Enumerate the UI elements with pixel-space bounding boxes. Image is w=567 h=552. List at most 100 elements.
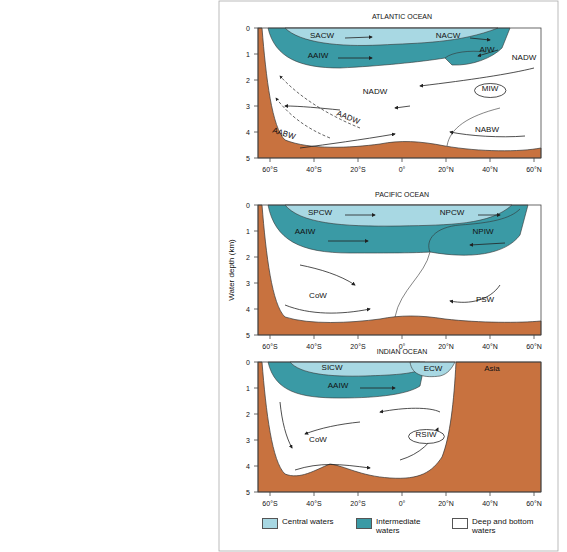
- depth-tick: [254, 257, 258, 258]
- latitude-tick: [270, 492, 271, 496]
- plot-frame: [258, 362, 541, 492]
- depth-tick: [254, 309, 258, 310]
- depth-tick: [254, 231, 258, 232]
- seafloor: [258, 362, 541, 492]
- depth-tick: [254, 158, 258, 159]
- latitude-tick-label: 20°S: [350, 500, 365, 507]
- latitude-tick: [270, 335, 271, 339]
- depth-tick-label: 1: [246, 385, 250, 392]
- water-boundary: [447, 108, 500, 146]
- latitude-tick: [358, 335, 359, 339]
- water-mass-label: NPIW: [473, 228, 494, 236]
- latitude-tick: [490, 158, 491, 162]
- legend-swatch: [356, 518, 372, 529]
- water-mass-label: NPCW: [440, 209, 464, 217]
- latitude-tick: [402, 335, 403, 339]
- latitude-tick: [358, 158, 359, 162]
- central-water: [285, 205, 512, 226]
- latitude-tick: [446, 492, 447, 496]
- depth-tick-label: 2: [246, 254, 250, 261]
- latitude-tick-label: 40°N: [482, 500, 498, 507]
- water-mass-label: SPCW: [308, 209, 332, 217]
- latitude-tick: [270, 158, 271, 162]
- latitude-tick: [402, 158, 403, 162]
- plot-frame: [258, 205, 541, 335]
- water-mass-ellipse: RSIW: [408, 429, 445, 444]
- panel-title: PACIFIC OCEAN: [375, 191, 429, 198]
- depth-tick-label: 4: [246, 129, 250, 136]
- depth-tick-label: 1: [246, 228, 250, 235]
- latitude-tick: [402, 492, 403, 496]
- water-mass-label: AIW: [479, 46, 494, 54]
- depth-tick-label: 0: [246, 202, 250, 209]
- pacific-section: [258, 205, 541, 335]
- latitude-tick-label: 0°: [399, 500, 406, 507]
- depth-tick: [254, 466, 258, 467]
- latitude-tick-label: 20°N: [438, 500, 454, 507]
- water-boundary: [395, 252, 430, 317]
- latitude-tick: [314, 335, 315, 339]
- intermediate-water: [268, 205, 528, 255]
- water-mass-label: NABW: [475, 126, 499, 134]
- latitude-tick-label: 20°N: [438, 166, 454, 173]
- panel-title: ATLANTIC OCEAN: [372, 13, 432, 20]
- depth-tick: [254, 106, 258, 107]
- central-water: [285, 28, 498, 45]
- depth-tick: [254, 388, 258, 389]
- water-mass-label: PSW: [476, 296, 494, 304]
- latitude-tick-label: 0°: [399, 166, 406, 173]
- latitude-tick: [490, 335, 491, 339]
- legend-label: Central waters: [282, 517, 344, 526]
- depth-tick: [254, 414, 258, 415]
- legend-swatch: [262, 518, 278, 529]
- latitude-tick-label: 40°S: [306, 343, 321, 350]
- water-mass-ellipse: MIW: [474, 83, 506, 98]
- latitude-tick: [446, 158, 447, 162]
- latitude-tick: [314, 492, 315, 496]
- latitude-tick: [534, 335, 535, 339]
- latitude-tick-label: 40°S: [306, 500, 321, 507]
- water-mass-label: AAIW: [308, 52, 328, 60]
- latitude-tick: [534, 158, 535, 162]
- latitude-tick-label: 60°N: [526, 343, 542, 350]
- depth-tick-label: 2: [246, 77, 250, 84]
- latitude-tick: [446, 335, 447, 339]
- water-mass-label: CoW: [309, 292, 327, 300]
- central-water: [290, 362, 420, 376]
- indian-section: [258, 362, 541, 492]
- atlantic-section: [258, 28, 541, 158]
- latitude-tick-label: 20°S: [350, 343, 365, 350]
- intermediate-water: [268, 362, 425, 398]
- depth-tick: [254, 440, 258, 441]
- depth-tick-label: 0: [246, 359, 250, 366]
- water-mass-label: NACW: [436, 32, 460, 40]
- depth-tick-label: 5: [246, 489, 250, 496]
- depth-tick: [254, 80, 258, 81]
- latitude-tick-label: 40°N: [482, 343, 498, 350]
- water-mass-label: CoW: [309, 436, 327, 444]
- depth-tick-label: 4: [246, 306, 250, 313]
- water-mass-label: NADW: [512, 54, 536, 62]
- seafloor: [258, 205, 541, 335]
- latitude-tick-label: 20°N: [438, 343, 454, 350]
- water-mass-label: AAIW: [295, 228, 315, 236]
- depth-tick: [254, 283, 258, 284]
- latitude-tick-label: 40°S: [306, 166, 321, 173]
- latitude-tick: [534, 492, 535, 496]
- depth-tick: [254, 54, 258, 55]
- water-mass-label: AAIW: [328, 382, 348, 390]
- depth-tick-label: 5: [246, 332, 250, 339]
- water-mass-label: ECW: [424, 365, 443, 373]
- water-mass-label: NADW: [363, 88, 387, 96]
- latitude-tick-label: 60°N: [526, 500, 542, 507]
- depth-tick: [254, 132, 258, 133]
- latitude-tick-label: 60°N: [526, 166, 542, 173]
- latitude-tick-label: 60°S: [262, 500, 277, 507]
- depth-tick-label: 1: [246, 51, 250, 58]
- latitude-tick: [358, 492, 359, 496]
- latitude-tick-label: 40°N: [482, 166, 498, 173]
- latitude-tick-label: 60°S: [262, 166, 277, 173]
- depth-tick: [254, 335, 258, 336]
- legend-label: Deep and bottom waters: [472, 517, 534, 535]
